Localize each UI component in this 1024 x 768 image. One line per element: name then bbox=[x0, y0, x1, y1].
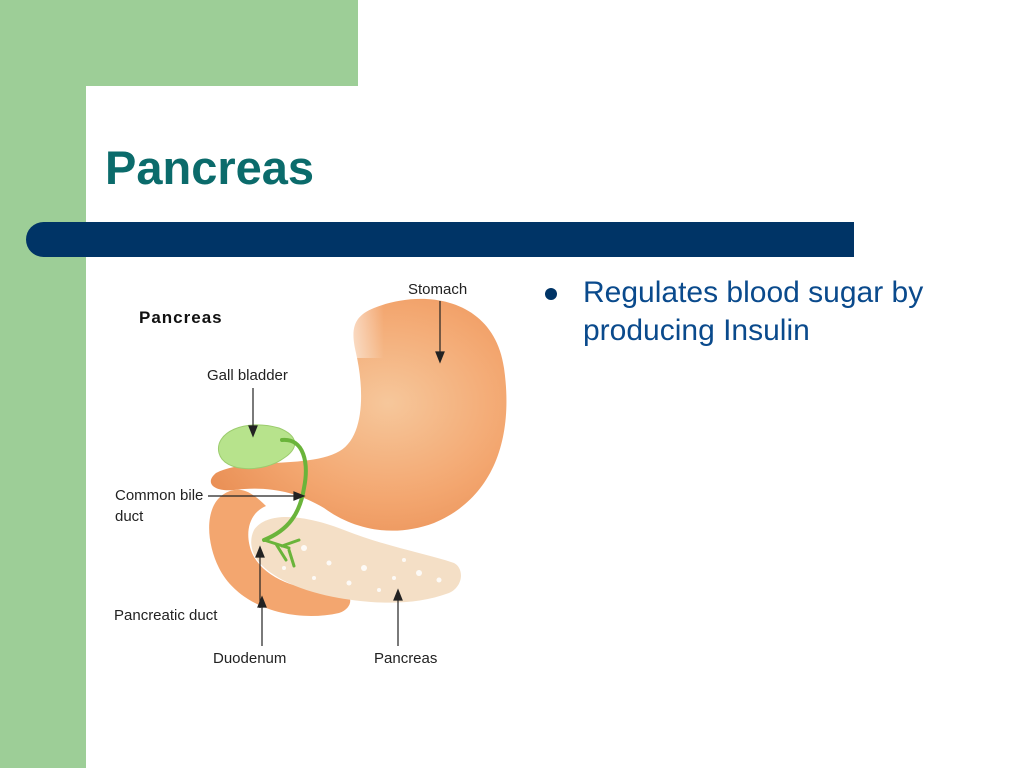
stomach-shape bbox=[210, 298, 507, 531]
left-green-strip bbox=[0, 0, 86, 768]
pancreas-diagram: Pancreas Stomach Gall bladder Common bil… bbox=[104, 268, 524, 678]
bullet-text: Regulates blood sugar by producing Insul… bbox=[583, 276, 924, 347]
pancreatic-duct-branches bbox=[262, 538, 301, 568]
stomach-fade bbox=[344, 298, 384, 358]
pancreas-texture bbox=[282, 545, 442, 592]
bullet-dot-icon bbox=[545, 288, 557, 300]
common-bile-duct-label: Common bile bbox=[115, 487, 203, 504]
stomach-label: Stomach bbox=[408, 281, 467, 298]
common-bile-duct-label-line2: duct bbox=[115, 508, 144, 525]
gall-bladder-label: Gall bladder bbox=[207, 367, 288, 384]
top-green-block bbox=[0, 0, 358, 86]
pancreas-label: Pancreas bbox=[374, 650, 437, 667]
pancreatic-duct-label: Pancreatic duct bbox=[114, 607, 218, 624]
duodenum-label: Duodenum bbox=[213, 650, 286, 667]
gall-bladder-shape bbox=[218, 424, 296, 470]
pointer-lines bbox=[208, 301, 445, 646]
title-underline-bar bbox=[26, 222, 854, 257]
anatomy-illustration: Pancreas Stomach Gall bladder Common bil… bbox=[114, 281, 507, 667]
slide-title: Pancreas bbox=[105, 141, 315, 194]
bullet-item: Regulates blood sugar by producing Insul… bbox=[545, 274, 965, 350]
pancreas-shape bbox=[251, 516, 461, 603]
duodenum-shape bbox=[209, 489, 351, 616]
common-bile-duct bbox=[262, 437, 308, 542]
diagram-heading: Pancreas bbox=[139, 308, 223, 327]
bullet-list: Regulates blood sugar by producing Insul… bbox=[545, 274, 965, 350]
